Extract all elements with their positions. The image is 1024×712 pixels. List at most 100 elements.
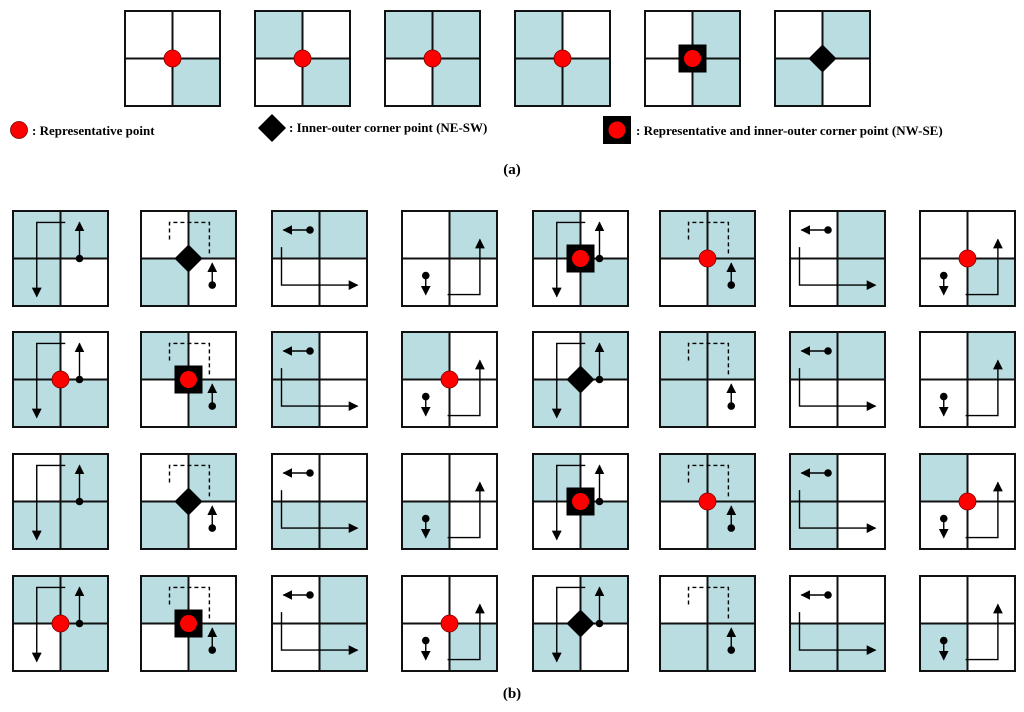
panel-label-b: (b) <box>502 686 522 702</box>
filled-quadrant <box>272 332 320 380</box>
filled-quadrant <box>432 11 480 59</box>
empty-quadrant <box>967 623 1015 671</box>
filled-quadrant <box>515 58 563 106</box>
filled-quadrant <box>822 11 870 59</box>
empty-quadrant <box>60 332 108 380</box>
empty-quadrant <box>920 211 968 259</box>
grid-cell <box>532 331 629 428</box>
trace-start-point <box>306 591 314 599</box>
filled-quadrant <box>188 211 236 259</box>
trace-start-point <box>208 524 217 532</box>
empty-quadrant <box>402 454 450 502</box>
trace-path <box>798 612 877 655</box>
grid-cell <box>919 575 1016 672</box>
empty-quadrant <box>319 332 367 380</box>
empty-quadrant <box>272 576 320 624</box>
grid-cell <box>401 210 498 307</box>
representative-point-marker <box>440 614 459 633</box>
grid-cell <box>919 331 1016 428</box>
trace-path <box>280 247 359 291</box>
filled-quadrant <box>272 211 320 259</box>
trace-start-point <box>939 514 948 523</box>
empty-quadrant <box>562 11 610 59</box>
grid-cell <box>532 210 629 307</box>
representative-point-marker <box>572 250 589 267</box>
trace-start-point <box>939 271 948 280</box>
filled-quadrant <box>660 623 708 671</box>
empty-quadrant <box>60 258 108 306</box>
trace-path <box>31 342 66 419</box>
empty-quadrant <box>255 58 303 106</box>
filled-quadrant <box>402 332 450 380</box>
trace-path <box>280 490 359 533</box>
empty-quadrant <box>967 501 1015 549</box>
empty-quadrant <box>449 379 497 427</box>
trace-path <box>280 612 359 655</box>
representative-point-marker <box>423 49 442 68</box>
trace-start-point <box>824 591 832 599</box>
grid-cell <box>789 575 886 672</box>
grid-cell <box>384 10 481 107</box>
filled-quadrant <box>60 623 108 671</box>
legend-both-label: : Representative and inner-outer corner … <box>636 123 943 138</box>
trace-path <box>965 603 1003 661</box>
trace-start-point <box>75 619 84 628</box>
filled-quadrant <box>272 501 320 549</box>
filled-quadrant <box>385 11 433 59</box>
trace-start-point <box>208 281 217 289</box>
inner-outer-corner-diamond-marker <box>566 365 595 394</box>
trace-path <box>965 481 1003 539</box>
grid-cell <box>140 575 237 672</box>
empty-quadrant <box>580 379 628 427</box>
empty-quadrant <box>920 332 968 380</box>
filled-quadrant <box>707 211 755 259</box>
filled-quadrant <box>172 58 220 106</box>
trace-path <box>447 603 485 661</box>
filled-quadrant <box>302 58 350 106</box>
legend-inner-outer-label: : Inner-outer corner point (NE-SW) <box>289 120 488 135</box>
filled-quadrant <box>60 454 108 502</box>
empty-quadrant <box>385 58 433 106</box>
trace-path <box>31 221 66 298</box>
filled-quadrant <box>60 501 108 549</box>
dashed-trace-path <box>168 342 211 375</box>
grid-cell <box>659 331 756 428</box>
filled-quadrant <box>60 379 108 427</box>
dashed-trace-path <box>687 342 730 375</box>
grid-cell <box>514 10 611 107</box>
grid-cell <box>789 331 886 428</box>
representative-point-marker <box>51 614 70 633</box>
empty-quadrant <box>172 11 220 59</box>
filled-quadrant <box>707 332 755 380</box>
grid-cell <box>659 453 756 550</box>
panel-label-a: (a) <box>503 162 521 178</box>
grid-cell <box>919 453 1016 550</box>
empty-quadrant <box>272 623 320 671</box>
trace-path <box>798 490 877 533</box>
filled-quadrant <box>562 58 610 106</box>
grid-cell <box>12 575 109 672</box>
grid-cell <box>140 453 237 550</box>
trace-start-point <box>939 392 948 401</box>
representative-point-marker <box>163 49 182 68</box>
empty-quadrant <box>302 11 350 59</box>
filled-quadrant <box>775 58 823 106</box>
empty-quadrant <box>790 379 838 427</box>
filled-quadrant <box>188 454 236 502</box>
empty-quadrant <box>319 379 367 427</box>
trace-path <box>798 247 877 291</box>
legend-representative-label: : Representative point <box>32 123 155 138</box>
representative-point-marker <box>958 249 977 268</box>
empty-quadrant <box>449 501 497 549</box>
representative-point-marker <box>293 49 312 68</box>
empty-quadrant <box>272 454 320 502</box>
empty-quadrant <box>402 211 450 259</box>
filled-quadrant <box>707 576 755 624</box>
dashed-trace-path <box>687 464 730 497</box>
grid-cell <box>271 210 368 307</box>
filled-quadrant <box>319 211 367 259</box>
trace-start-point <box>306 226 314 234</box>
grid-cell <box>271 331 368 428</box>
grid-cell <box>271 453 368 550</box>
empty-quadrant <box>449 258 497 306</box>
